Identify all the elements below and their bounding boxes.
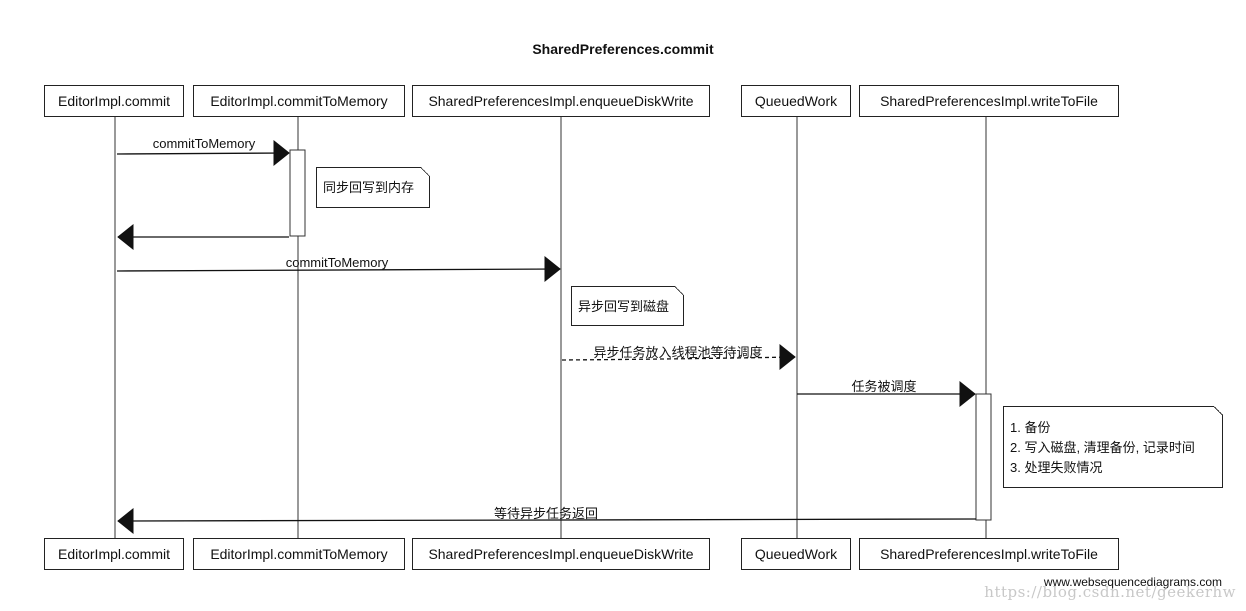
participant-writetofile: SharedPreferencesImpl.writeToFile: [859, 85, 1119, 117]
footer-credit: www.websequencediagrams.com: [1043, 575, 1222, 589]
participant-editorimpl-commit-bottom: EditorImpl.commit: [44, 538, 184, 570]
participant-enqueuediskwrite: SharedPreferencesImpl.enqueueDiskWrite: [412, 85, 710, 117]
activation-bar-writetofile: [975, 393, 992, 521]
arrow-commit-to-enqueuediskwrite: [116, 268, 561, 272]
note-line: 同步回写到内存: [323, 180, 415, 195]
note-async-write-disk: 异步回写到磁盘: [571, 286, 684, 326]
note-line: 1. 备份: [1010, 420, 1051, 435]
participant-queuedwork: QueuedWork: [741, 85, 851, 117]
message-label-task-scheduled: 任务被调度: [851, 379, 917, 394]
participant-editorimpl-committomemory-bottom: EditorImpl.commitToMemory: [193, 538, 405, 570]
arrow-writetofile-to-commit-head: [117, 507, 134, 535]
note-sync-write-memory: 同步回写到内存: [316, 167, 430, 208]
diagram-title: SharedPreferences.commit: [532, 41, 714, 57]
message-label-enqueue-threadpool: 异步任务放入线程池等待调度: [593, 345, 763, 360]
participant-editorimpl-committomemory: EditorImpl.commitToMemory: [193, 85, 405, 117]
arrow-writetofile-to-commit: [117, 518, 977, 522]
arrow-queuedwork-to-writetofile-head: [959, 380, 976, 408]
watermark: https://blog.csdn.net/geekerhw: [984, 583, 1236, 601]
participant-writetofile-bottom: SharedPreferencesImpl.writeToFile: [859, 538, 1119, 570]
note-line: 3. 处理失败情况: [1010, 460, 1103, 475]
participant-queuedwork-bottom: QueuedWork: [741, 538, 851, 570]
note-line: 异步回写到磁盘: [578, 299, 670, 314]
arrow-commit-to-committomemory: [116, 152, 290, 155]
note-writetofile-steps: 1. 备份 2. 写入磁盘, 清理备份, 记录时间 3. 处理失败情况: [1003, 406, 1223, 488]
participant-editorimpl-commit: EditorImpl.commit: [44, 85, 184, 117]
message-label-commit-to-memory-2: commitToMemory: [285, 255, 389, 270]
arrow-commit-to-committomemory-head: [273, 139, 290, 167]
message-label-commit-to-memory: commitToMemory: [152, 136, 256, 151]
participant-enqueuediskwrite-bottom: SharedPreferencesImpl.enqueueDiskWrite: [412, 538, 710, 570]
arrow-commit-to-enqueuediskwrite-head: [544, 255, 561, 283]
message-label-wait-return: 等待异步任务返回: [493, 506, 599, 521]
arrow-enqueue-to-queuedwork-head: [779, 343, 796, 371]
activation-bar-committomemory: [289, 149, 306, 237]
arrow-return-to-commit-head: [117, 223, 134, 251]
arrow-enqueue-to-queuedwork: [561, 356, 796, 361]
note-line: 2. 写入磁盘, 清理备份, 记录时间: [1010, 440, 1195, 455]
